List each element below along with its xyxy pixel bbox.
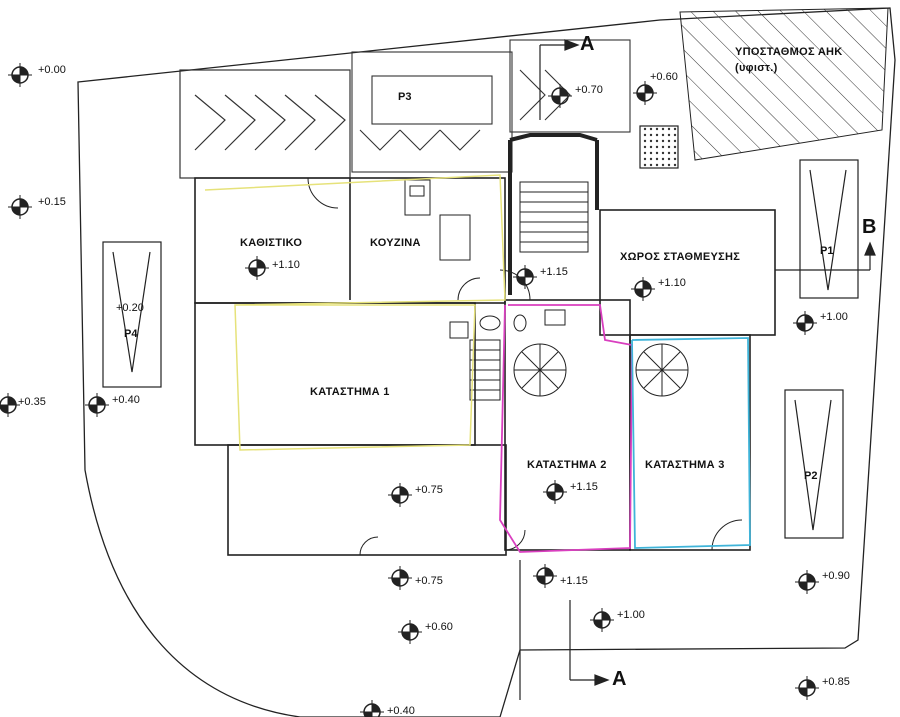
elevation-label: +0.40 [112, 394, 140, 406]
section-label-a-bottom: A [612, 668, 627, 690]
room-label-kitchen: ΚΟΥΖΙΝΑ [370, 237, 421, 249]
dotted-square [639, 125, 679, 169]
elevation-label: +0.35 [18, 396, 46, 408]
site-boundary [77, 7, 896, 717]
room-label-parking-area: ΧΩΡΟΣ ΣΤΑΘΜΕΥΣΗΣ [620, 251, 741, 263]
shop3-outline [631, 337, 751, 549]
stair-core [469, 133, 599, 401]
ramp-chevrons [179, 69, 351, 179]
elevation-label: +0.75 [415, 575, 443, 587]
elevation-label: +0.00 [38, 64, 66, 76]
elevation-label: +1.15 [570, 481, 598, 493]
room-label-substation-sub: (υφιστ.) [735, 62, 778, 74]
section-label-a-top: A [580, 33, 595, 55]
elevation-label: +0.40 [387, 705, 415, 717]
parking-p2-rect [784, 389, 844, 539]
elevation-label: +0.20 [116, 302, 144, 314]
elevation-label: +0.60 [425, 621, 453, 633]
door-swings [307, 177, 743, 556]
wc-fixtures [449, 309, 566, 339]
parking-spots [102, 159, 859, 539]
room-label-shop1: ΚΑΤΑΣΤΗΜΑ 1 [310, 386, 390, 398]
elevation-label: +0.60 [650, 71, 678, 83]
room-label-shop3: ΚΑΤΑΣΤΗΜΑ 3 [645, 459, 725, 471]
elevation-label: +1.10 [272, 259, 300, 271]
room-label-substation: ΥΠΟΣΤΑΘΜΟΣ ΑΗΚ [735, 46, 843, 58]
room-label-shop2: ΚΑΤΑΣΤΗΜΑ 2 [527, 459, 607, 471]
parking-label-p4: P4 [124, 328, 138, 340]
elevation-label: +0.70 [575, 84, 603, 96]
elevation-label: +0.75 [415, 484, 443, 496]
kitchen-fixtures [404, 179, 471, 261]
parking-p4-rect [102, 241, 162, 388]
elevation-label: +0.85 [822, 676, 850, 688]
elevation-label: +1.10 [658, 277, 686, 289]
elevation-markers [0, 63, 819, 717]
parking-label-p1: P1 [820, 245, 834, 257]
elevation-label: +1.00 [617, 609, 645, 621]
shop2-outline [499, 304, 633, 553]
elevation-label: +1.00 [820, 311, 848, 323]
elevation-label: +0.90 [822, 570, 850, 582]
parking-label-p2: P2 [804, 470, 818, 482]
section-lines [519, 39, 876, 700]
section-label-b: B [862, 216, 877, 238]
spiral-stair-2 [635, 343, 689, 397]
substation-area [679, 7, 889, 161]
spiral-stair-1 [513, 343, 567, 397]
shop1-outline [204, 174, 506, 451]
parking-label-p3: P3 [398, 91, 412, 103]
elevation-label: +0.15 [38, 196, 66, 208]
ramp-chevrons-2 [509, 39, 631, 133]
parking-p1-rect [799, 159, 859, 299]
room-label-living: ΚΑΘΙΣΤΙΚΟ [240, 237, 303, 249]
elevation-label: +1.15 [540, 266, 568, 278]
parking-p3-space [351, 51, 513, 173]
elevation-label: +1.15 [560, 575, 588, 587]
